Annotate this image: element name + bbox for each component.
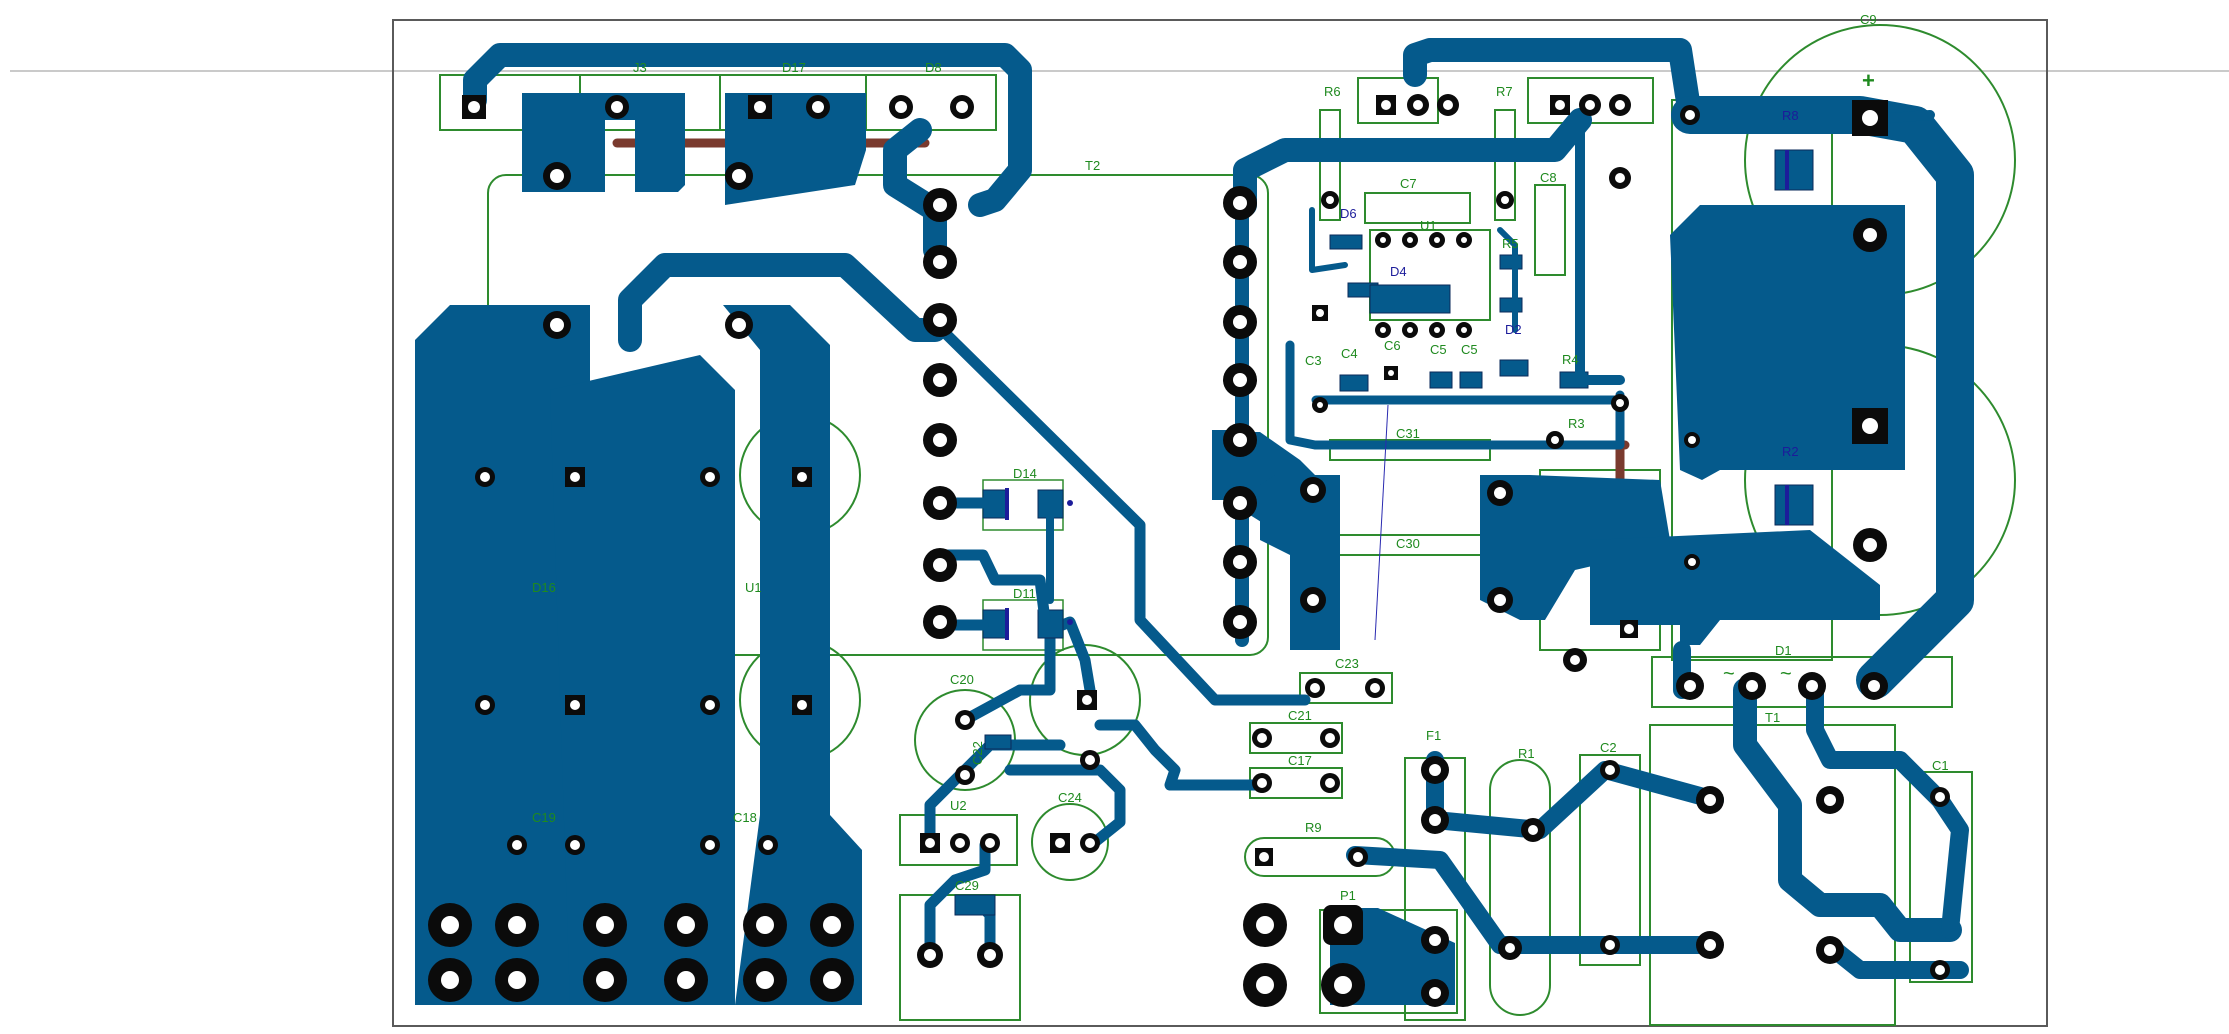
label-D4: D4 <box>1390 264 1407 279</box>
label-D2: D2 <box>1505 322 1522 337</box>
label-C19: C19 <box>532 810 556 825</box>
label-R6: R6 <box>1324 84 1341 99</box>
label-R4: R4 <box>1562 352 1579 367</box>
label-C29: C29 <box>955 878 979 893</box>
label-D14: D14 <box>1013 466 1037 481</box>
label-D16: D16 <box>532 580 556 595</box>
label-C7: C7 <box>1400 176 1417 191</box>
label-R7: R7 <box>1496 84 1513 99</box>
tilde-left: ~ <box>1723 663 1735 685</box>
label-C5a: C5 <box>1430 342 1447 357</box>
label-U1: U1 <box>1420 218 1437 233</box>
component-labels: J3 D17 D8 T2 R6 R7 C7 C8 D6 U1 D4 R5 C3 … <box>532 12 1949 903</box>
label-C21: C21 <box>1288 708 1312 723</box>
label-C24: C24 <box>1058 790 1082 805</box>
label-J3: J3 <box>633 60 647 75</box>
label-C5b: C5 <box>1461 342 1478 357</box>
label-R9: R9 <box>1305 820 1322 835</box>
label-T2: T2 <box>1085 158 1100 173</box>
tilde-right: ~ <box>1780 663 1792 685</box>
label-R1: R1 <box>1518 746 1535 761</box>
label-P1: P1 <box>1340 888 1356 903</box>
through-hole-pads <box>428 94 1950 1007</box>
label-R2: R2 <box>1782 444 1799 459</box>
label-T1: T1 <box>1765 710 1780 725</box>
label-R5: R5 <box>1502 236 1519 251</box>
board-outline <box>392 19 2048 1027</box>
label-D1: D1 <box>1775 643 1792 658</box>
label-F1: F1 <box>1426 728 1441 743</box>
label-C20: C20 <box>950 672 974 687</box>
label-C8: C8 <box>1540 170 1557 185</box>
label-C4: C4 <box>1341 346 1358 361</box>
label-R3: R3 <box>1568 416 1585 431</box>
label-D6: D6 <box>1340 206 1357 221</box>
label-U2: U2 <box>950 798 967 813</box>
label-D8: D8 <box>925 60 942 75</box>
label-C1: C1 <box>1932 758 1949 773</box>
label-R8: R8 <box>1782 108 1799 123</box>
label-C22: C22 <box>970 741 985 765</box>
label-C9: C9 <box>1860 12 1877 27</box>
label-D11: D11 <box>1013 586 1036 601</box>
label-D17: D17 <box>782 60 806 75</box>
label-C17: C17 <box>1288 753 1312 768</box>
polarity-marks <box>1005 150 1789 641</box>
label-C31: C31 <box>1396 426 1420 441</box>
label-U1b: U1 <box>745 580 762 595</box>
c9-plus-sign: + <box>1862 68 1875 93</box>
label-C3: C3 <box>1305 353 1322 368</box>
label-C23: C23 <box>1335 656 1359 671</box>
label-C6: C6 <box>1384 338 1401 353</box>
label-C18: C18 <box>733 810 757 825</box>
copper-layer <box>415 38 1974 1005</box>
label-C2: C2 <box>1600 740 1617 755</box>
label-C30: C30 <box>1396 536 1420 551</box>
